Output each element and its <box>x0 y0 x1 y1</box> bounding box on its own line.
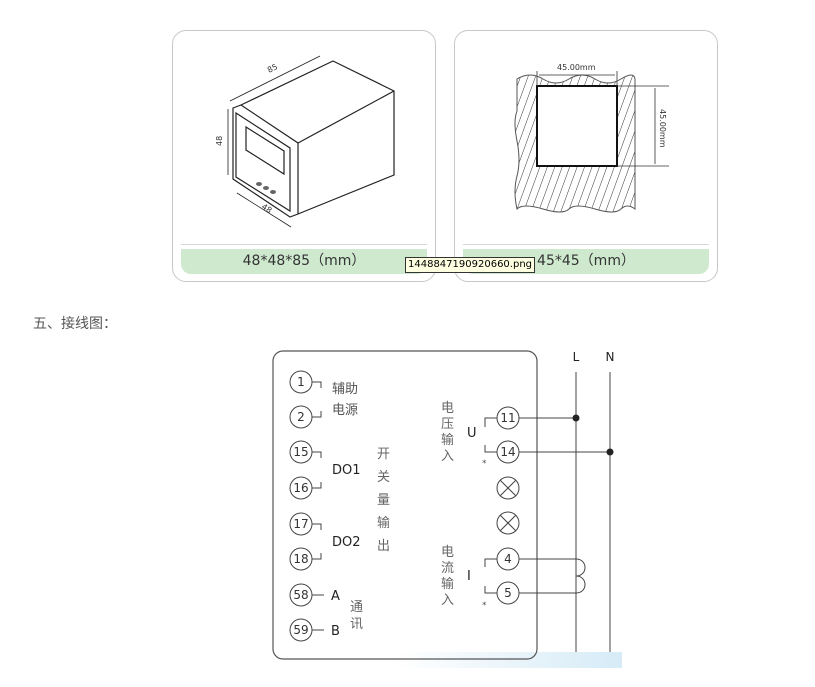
junction-L <box>572 414 580 422</box>
terminal-11-label: 11 <box>500 411 515 425</box>
aux-power-label-2: 电源 <box>332 403 358 418</box>
voltage-polarity-mark: * <box>482 459 487 469</box>
current-symbol: I <box>467 569 471 584</box>
length-dimension-label: 85 <box>266 62 279 75</box>
comm-char-1: 通 <box>350 600 363 615</box>
voltage-input-char-2: 压 <box>441 417 454 432</box>
comm-char-2: 讯 <box>350 617 363 632</box>
switch-output-char-3: 量 <box>377 493 390 508</box>
meter-body-outline <box>272 350 538 660</box>
terminal-2-label: 2 <box>297 410 305 424</box>
device-size-caption: 48*48*85（mm） <box>181 249 427 274</box>
terminal-58-label: 58 <box>293 588 308 602</box>
panel-cutout-drawing: 45.00mm 45.00mm <box>514 63 669 213</box>
cutout-height-label: 45.00mm <box>658 109 667 148</box>
terminal-5-label: 5 <box>504 586 512 600</box>
image-filename-tooltip: 1448847190920660.png <box>405 257 536 273</box>
voltage-symbol: U <box>467 426 477 441</box>
do1-label: DO1 <box>332 463 361 478</box>
line-L-label: L <box>573 350 580 364</box>
voltage-input-char-3: 输 <box>441 432 454 448</box>
junction-N <box>606 448 614 456</box>
caption-divider <box>463 244 709 245</box>
terminal-59-label: 59 <box>293 623 308 637</box>
terminal-14-label: 14 <box>500 445 515 459</box>
voltage-input-char-1: 电 <box>441 401 454 416</box>
comm-b-label: B <box>331 624 340 639</box>
aux-power-label-1: 辅助 <box>332 382 358 397</box>
terminal-18-label: 18 <box>293 552 308 566</box>
do2-label: DO2 <box>332 535 361 550</box>
decorative-gradient <box>395 652 622 668</box>
line-N-label: N <box>606 350 615 364</box>
caption-divider <box>181 244 427 245</box>
switch-output-char-2: 关 <box>377 470 390 485</box>
height-dimension-label: 48 <box>215 136 224 146</box>
terminal-1-label: 1 <box>297 375 305 389</box>
terminal-4-label: 4 <box>504 552 512 566</box>
switch-output-char-4: 输 <box>377 515 390 531</box>
terminal-15-label: 15 <box>293 445 308 459</box>
current-input-char-1: 电 <box>441 545 454 560</box>
voltage-input-char-4: 入 <box>441 449 454 464</box>
unused-terminal-crosses <box>499 479 517 532</box>
current-input-char-4: 入 <box>441 593 454 608</box>
terminal-17-label: 17 <box>293 517 308 531</box>
switch-output-char-5: 出 <box>377 539 390 554</box>
current-input-char-2: 流 <box>441 561 454 576</box>
current-transformer-coil <box>575 558 586 594</box>
current-input-char-3: 输 <box>441 576 454 592</box>
cutout-width-label: 45.00mm <box>557 63 596 72</box>
device-isometric-drawing: 85 48 48 <box>215 55 395 228</box>
switch-output-char-1: 开 <box>377 447 390 462</box>
terminal-16-label: 16 <box>293 481 308 495</box>
current-polarity-mark: * <box>482 601 487 611</box>
comm-a-label: A <box>331 589 340 604</box>
section-title: 五、接线图： <box>33 316 117 332</box>
device-dimension-panel: 85 48 48 48*48*85（mm） <box>172 30 436 282</box>
